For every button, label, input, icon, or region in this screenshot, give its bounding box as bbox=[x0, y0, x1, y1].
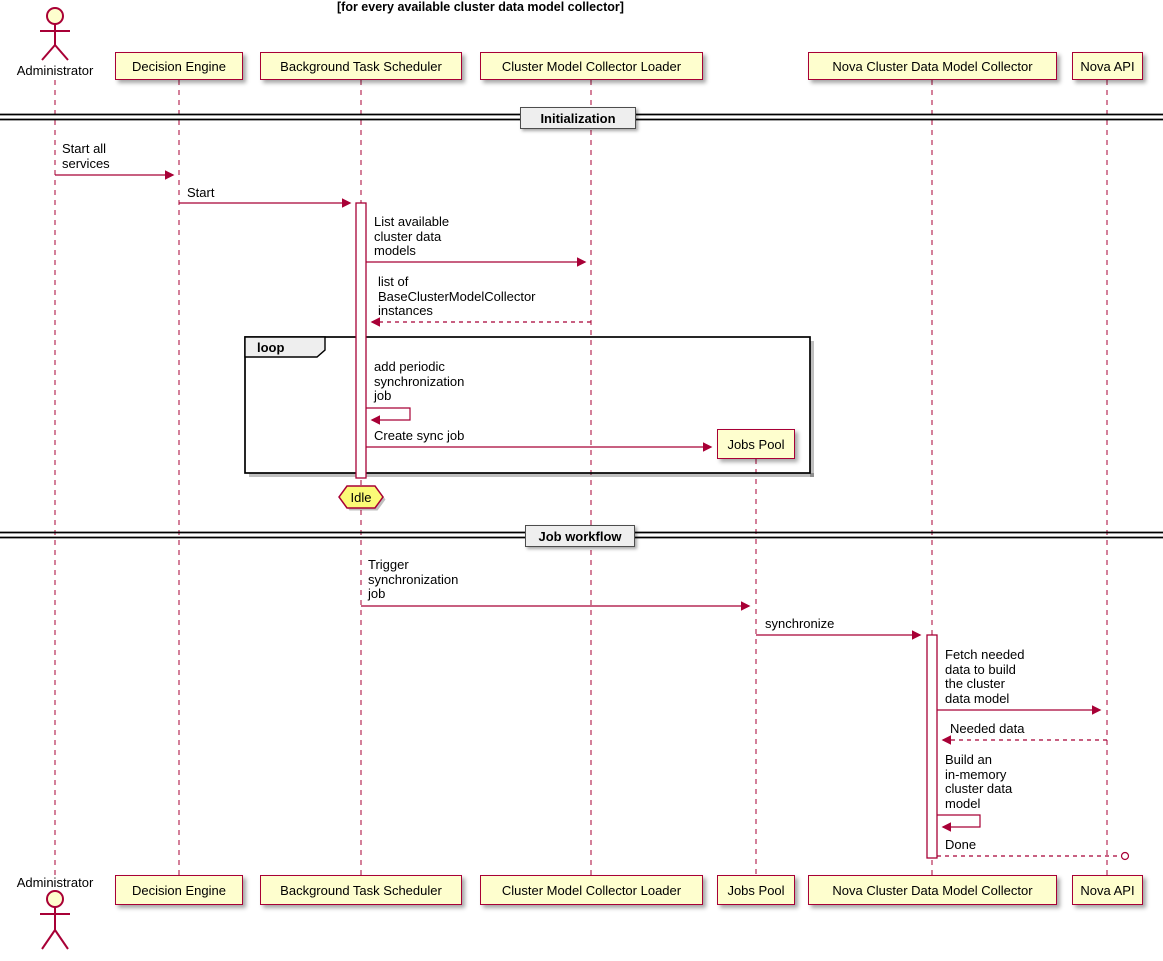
participant-nova-api-bottom: Nova API bbox=[1072, 875, 1143, 905]
message-list-available-models: List available cluster data models bbox=[374, 214, 450, 258]
actor-label-administrator-top: Administrator bbox=[16, 63, 94, 78]
done-endpoint-circle-icon bbox=[1120, 851, 1130, 861]
idle-state-label: Idle bbox=[350, 490, 372, 505]
loop-border bbox=[244, 336, 811, 474]
activation-background-task-scheduler bbox=[355, 202, 367, 479]
message-trigger-sync-job: Trigger synchronization job bbox=[368, 557, 459, 601]
participant-cluster-model-collector-loader-bottom: Cluster Model Collector Loader bbox=[480, 875, 703, 905]
message-fetch-needed-data: Fetch needed data to build the cluster d… bbox=[945, 647, 1025, 706]
divider-job-workflow: Job workflow bbox=[525, 525, 635, 547]
participant-background-task-scheduler-bottom: Background Task Scheduler bbox=[260, 875, 462, 905]
message-start-all-services: Start all services bbox=[62, 141, 110, 171]
arrow-build-model-self bbox=[937, 814, 981, 832]
divider-initialization: Initialization bbox=[520, 107, 636, 129]
message-create-sync-job: Create sync job bbox=[374, 428, 465, 443]
participant-cluster-model-collector-loader-top: Cluster Model Collector Loader bbox=[480, 52, 703, 80]
participant-nova-api-top: Nova API bbox=[1072, 52, 1143, 80]
activations bbox=[355, 202, 938, 859]
message-list-of-instances: list of BaseClusterModelCollector instan… bbox=[378, 274, 536, 318]
actor-label-administrator-bottom: Administrator bbox=[16, 875, 94, 890]
participant-jobs-pool-created: Jobs Pool bbox=[717, 429, 795, 459]
participant-background-task-scheduler-top: Background Task Scheduler bbox=[260, 52, 462, 80]
message-start: Start bbox=[187, 185, 215, 200]
participant-decision-engine-top: Decision Engine bbox=[115, 52, 243, 80]
activation-nova-collector bbox=[926, 634, 938, 859]
participant-decision-engine-bottom: Decision Engine bbox=[115, 875, 243, 905]
loop-shadow-bottom bbox=[249, 473, 814, 477]
message-done: Done bbox=[945, 837, 977, 852]
message-needed-data: Needed data bbox=[950, 721, 1025, 736]
participant-jobs-pool-bottom: Jobs Pool bbox=[717, 875, 795, 905]
message-add-periodic-job: add periodic synchronization job bbox=[374, 359, 465, 403]
administrator-actor-icon bbox=[40, 7, 70, 61]
loop-fragment-frame bbox=[244, 336, 814, 477]
loop-shadow-right bbox=[810, 341, 814, 477]
idle-state-hexagon bbox=[338, 485, 386, 511]
loop-header-pentagon bbox=[244, 336, 326, 358]
loop-keyword: loop bbox=[257, 340, 285, 355]
loop-condition: [for every available cluster data model … bbox=[337, 0, 624, 14]
arrow-add-periodic-self bbox=[366, 407, 411, 425]
participant-nova-cluster-data-model-collector-top: Nova Cluster Data Model Collector bbox=[808, 52, 1057, 80]
message-synchronize: synchronize bbox=[765, 616, 835, 631]
message-build-model: Build an in-memory cluster data model bbox=[945, 752, 1013, 811]
participant-nova-cluster-data-model-collector-bottom: Nova Cluster Data Model Collector bbox=[808, 875, 1057, 905]
message-arrows bbox=[55, 170, 1130, 861]
administrator-actor-icon-bottom bbox=[40, 890, 70, 950]
